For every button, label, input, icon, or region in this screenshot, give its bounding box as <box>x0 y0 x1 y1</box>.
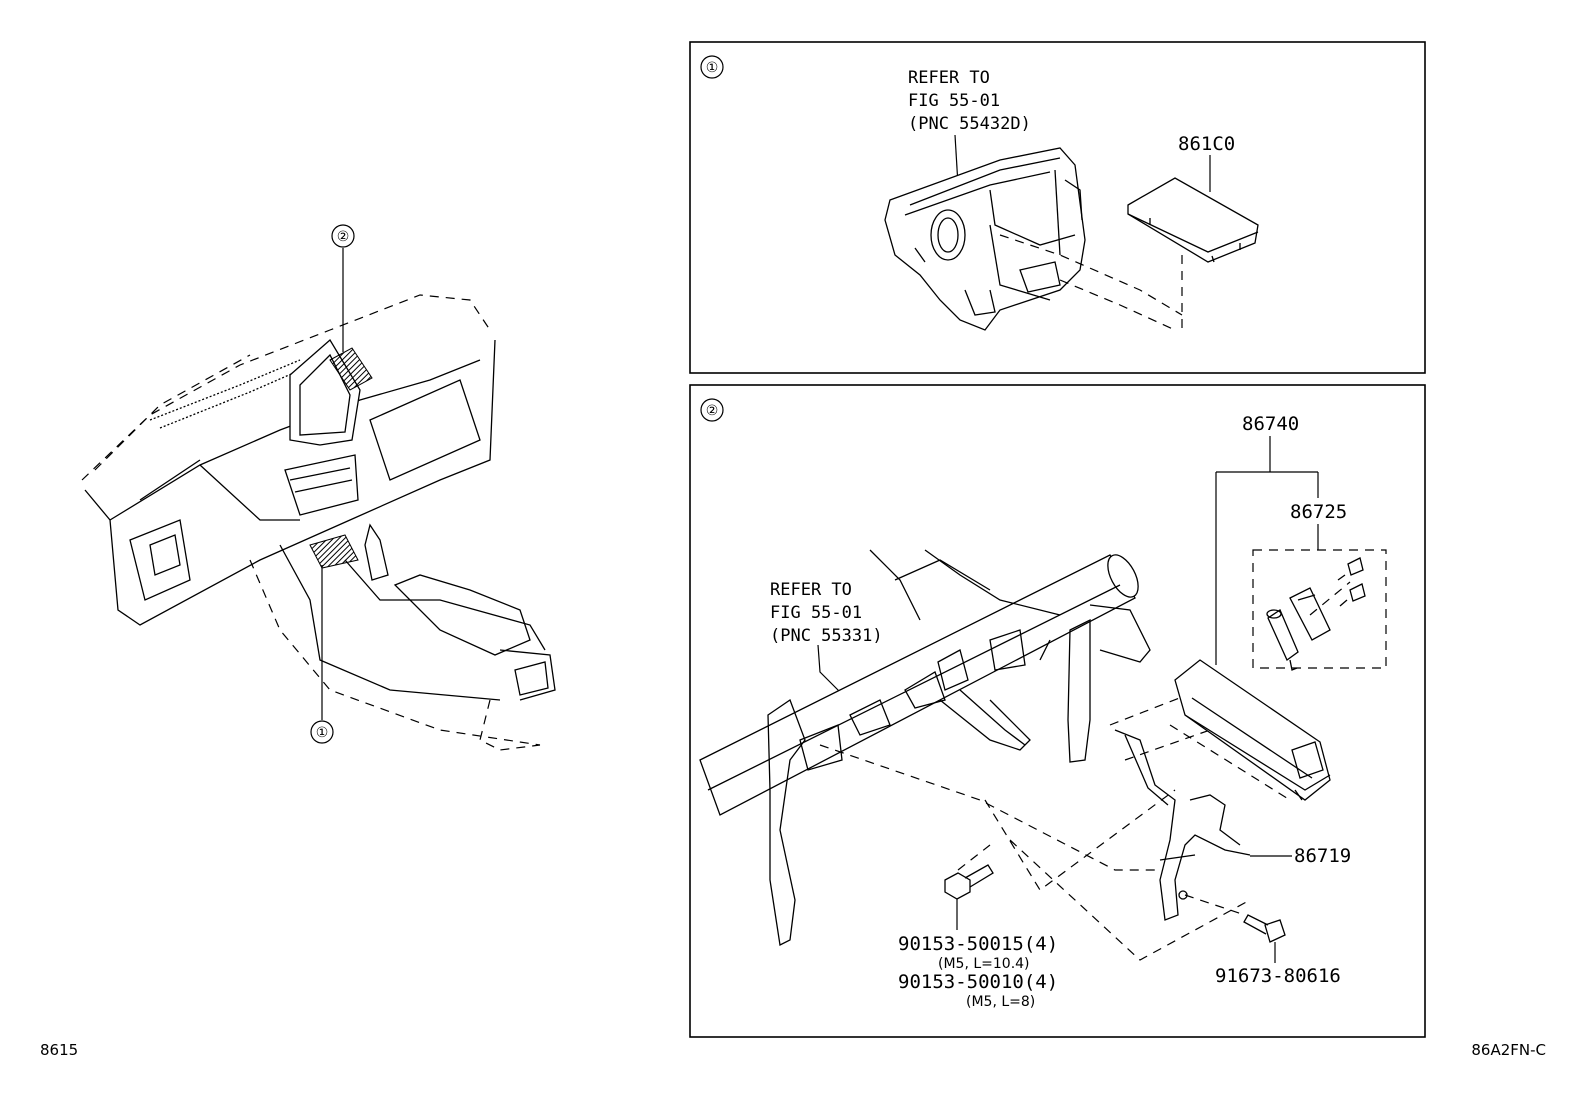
panel-2-refer-line-2: FIG 55-01 <box>770 603 862 623</box>
part-86725-label: 86725 <box>1290 501 1347 523</box>
detail-panel-2: ② REFER TO FIG 55-01 (PNC 55331) <box>689 384 1426 1038</box>
bolt-90153-50015-label: 90153-50015(4) <box>898 933 1058 955</box>
bolt-90153-50010-label: 90153-50010(4) <box>898 971 1058 993</box>
bolt-90153-50015-spec: (M5, L=10.4) <box>938 956 1030 972</box>
part-86719-label: 86719 <box>1294 845 1351 867</box>
part-86725-kit-frame <box>1252 549 1387 669</box>
center-bracket-drawing <box>884 147 1086 331</box>
module-861c0-drawing <box>1127 177 1259 263</box>
panel-2-marker: ② <box>706 403 719 419</box>
panel-2-refer-line-3: (PNC 55331) <box>770 626 883 646</box>
panel-2-frame <box>689 384 1426 1038</box>
footer-left-code: 8615 <box>40 1041 78 1059</box>
bolt-90153-drawing <box>944 864 994 930</box>
callout-two: ② <box>337 229 350 245</box>
dashboard-overview: ② ① <box>81 224 556 751</box>
panel-1-frame <box>689 41 1426 374</box>
panel-2-refer-line-1: REFER TO <box>770 580 852 600</box>
screw-91673-80616-label: 91673-80616 <box>1215 965 1341 987</box>
bolt-90153-50010-spec: (M5, L=8) <box>966 994 1035 1010</box>
detail-panel-1: ① REFER TO FIG 55-01 (PNC 55432D) <box>689 41 1426 374</box>
callout-one: ① <box>316 725 329 741</box>
part-861c0-label: 861C0 <box>1178 133 1235 155</box>
panel-1-refer-line-3: (PNC 55432D) <box>908 114 1031 134</box>
cross-car-beam-drawing <box>699 549 1151 946</box>
panel-1-refer-line-2: FIG 55-01 <box>908 91 1000 111</box>
kit-86725-drawing <box>1266 557 1366 671</box>
footer-right-code: 86A2FN-C <box>1471 1041 1546 1059</box>
part-86740-label: 86740 <box>1242 413 1299 435</box>
screw-91673-drawing <box>1243 914 1286 963</box>
panel-1-refer-line-1: REFER TO <box>908 68 990 88</box>
bracket-86719-drawing <box>1114 729 1251 921</box>
module-86740-drawing <box>1174 659 1331 801</box>
panel-1-marker: ① <box>706 60 719 76</box>
